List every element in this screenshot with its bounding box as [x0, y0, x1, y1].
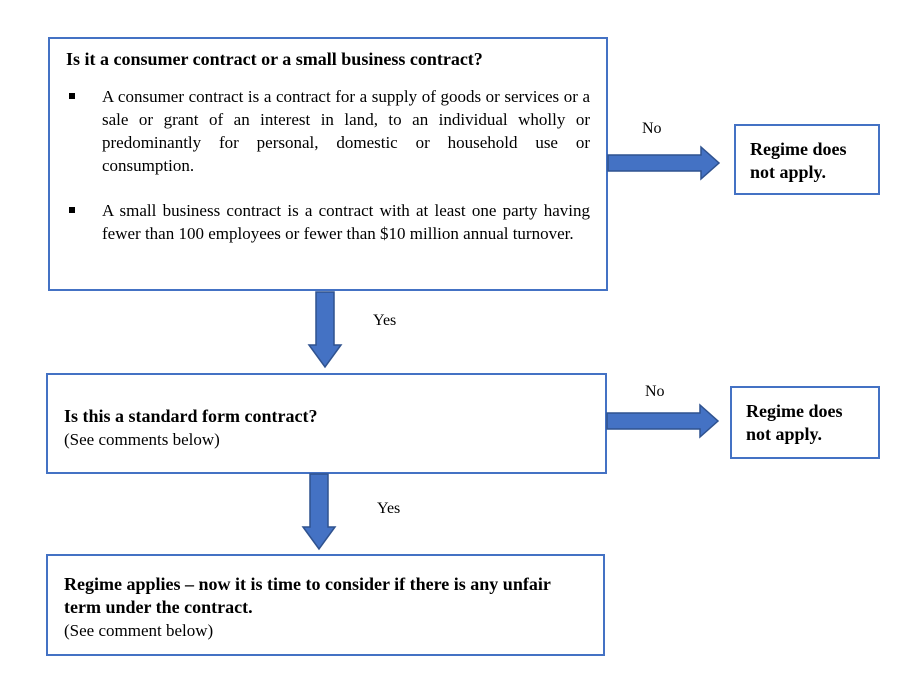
- arrow-right-icon: [606, 403, 720, 439]
- question-title: Is this a standard form contract?: [64, 406, 318, 426]
- result-text: Regime does not apply.: [750, 139, 847, 182]
- definition-consumer-contract: A consumer contract is a contract for a …: [66, 85, 590, 177]
- connector-label-yes: Yes: [377, 500, 401, 517]
- question-title: Is it a consumer contract or a small bus…: [66, 49, 483, 69]
- result-text: Regime does not apply.: [746, 401, 843, 444]
- result-box-not-applicable-1: Regime does not apply.: [734, 124, 880, 195]
- question-note: (See comments below): [64, 430, 220, 449]
- definition-text: A consumer contract is a contract for a …: [102, 87, 590, 175]
- outcome-title: Regime applies – now it is time to consi…: [64, 574, 551, 617]
- definition-list: A consumer contract is a contract for a …: [66, 85, 590, 245]
- result-box-not-applicable-2: Regime does not apply.: [730, 386, 880, 459]
- arrow-down-icon: [307, 291, 343, 369]
- outcome-box-regime-applies: Regime applies – now it is time to consi…: [46, 554, 605, 656]
- bullet-icon: [69, 93, 75, 99]
- definition-text: A small business contract is a contract …: [102, 201, 590, 243]
- arrow-right-icon: [607, 145, 721, 181]
- question-box-consumer-contract: Is it a consumer contract or a small bus…: [48, 37, 608, 291]
- connector-label-no: No: [642, 120, 662, 137]
- outcome-note: (See comment below): [64, 621, 214, 640]
- arrow-down-icon: [301, 473, 337, 551]
- bullet-icon: [69, 207, 75, 213]
- connector-label-no: No: [645, 383, 665, 400]
- definition-small-business-contract: A small business contract is a contract …: [66, 199, 590, 245]
- question-box-standard-form: Is this a standard form contract? (See c…: [46, 373, 607, 474]
- connector-label-yes: Yes: [373, 312, 397, 329]
